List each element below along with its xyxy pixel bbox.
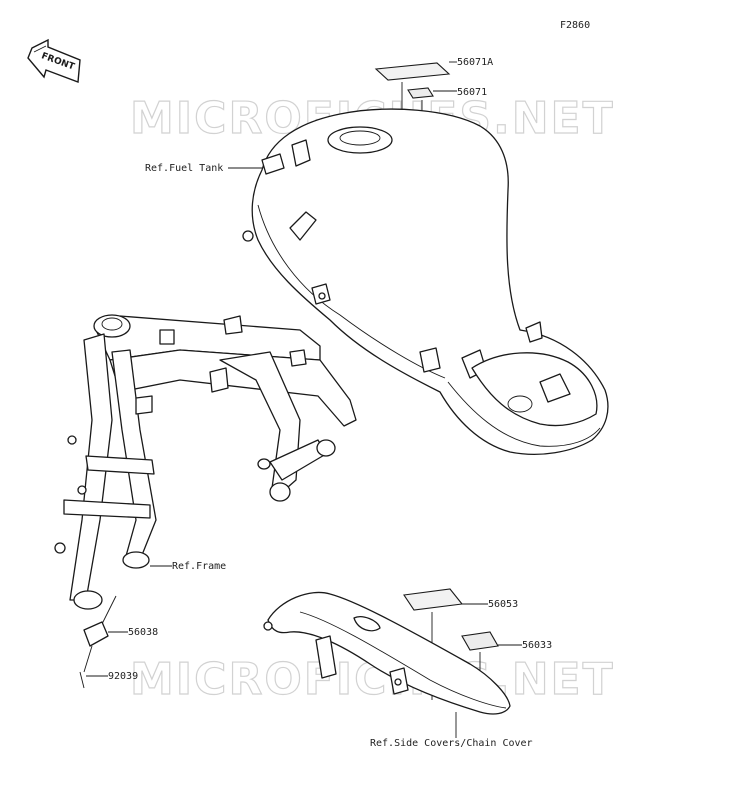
label-side-covers: Ref.Side Covers/Chain Cover (370, 738, 533, 749)
decal-56071A (374, 61, 457, 81)
part-56038 (83, 595, 128, 647)
label-frame: Ref.Frame (172, 561, 226, 572)
label-56071: 56071 (457, 87, 487, 98)
label-fuel-tank: Ref.Fuel Tank (145, 163, 223, 174)
front-arrow-icon: FRONT (27, 38, 81, 83)
part-92039 (79, 645, 108, 689)
decal-56071 (407, 87, 457, 99)
figure-code: F2860 (560, 20, 590, 31)
frame (54, 314, 357, 610)
label-56033: 56033 (522, 640, 552, 651)
label-56071A: 56071A (457, 57, 493, 68)
decal-56033 (461, 631, 522, 651)
label-56038: 56038 (128, 627, 158, 638)
chain-cover (263, 591, 511, 715)
fuel-tank (242, 108, 609, 455)
decal-56053 (403, 588, 488, 611)
label-92039: 92039 (108, 671, 138, 682)
label-56053: 56053 (488, 599, 518, 610)
